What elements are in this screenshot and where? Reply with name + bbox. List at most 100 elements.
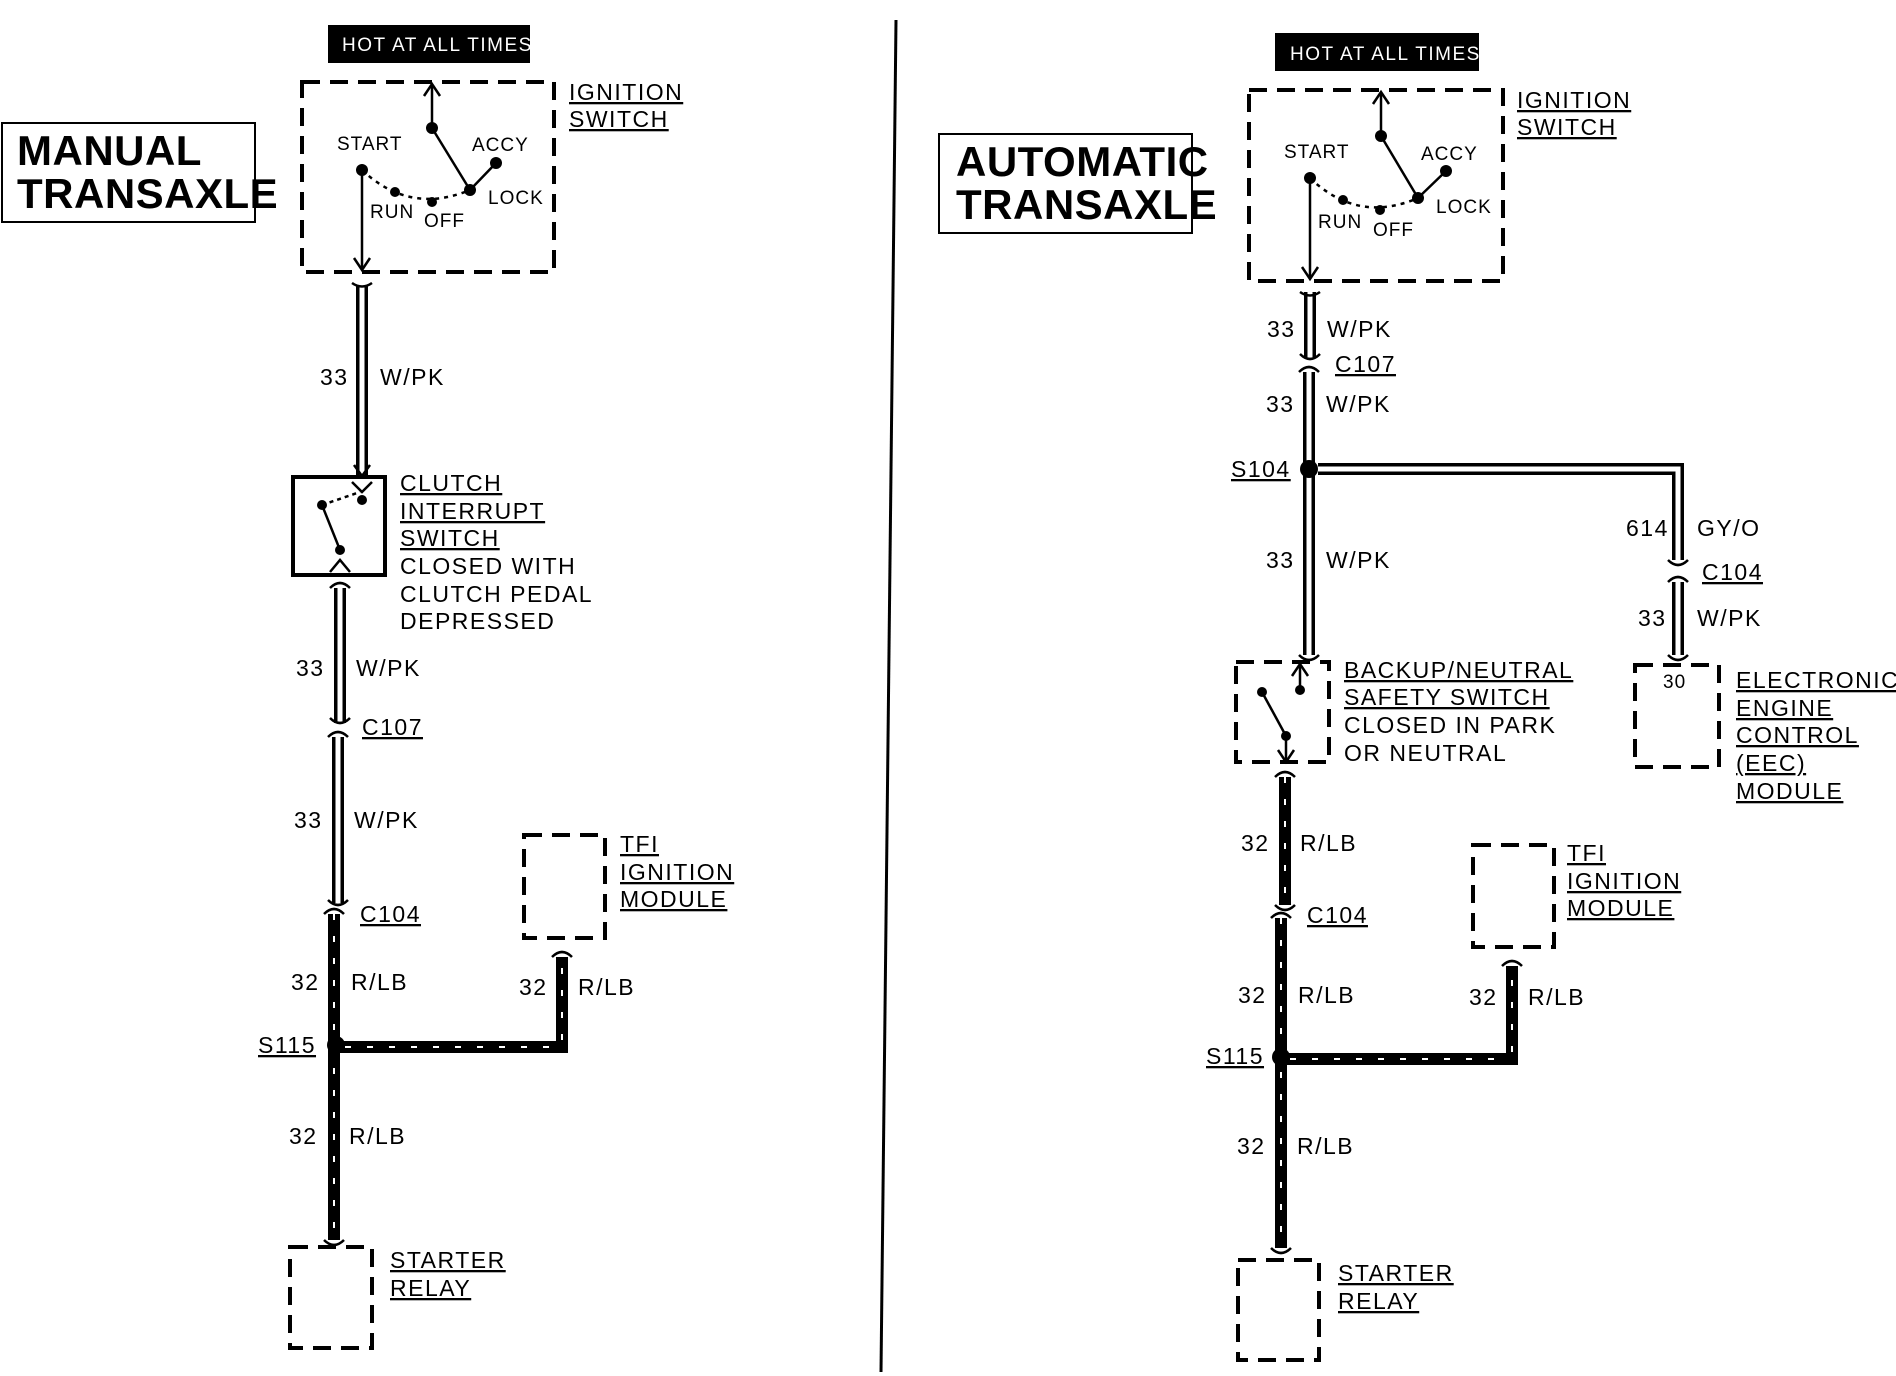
manual-section: MANUAL TRANSAXLE HOT AT ALL TIMES IGNITI… — [1, 25, 733, 1350]
manual-wiretfi-color: R/LB — [578, 974, 635, 1000]
auto-wire-4 — [1274, 770, 1296, 912]
auto-ignition-label-2: SWITCH — [1517, 114, 1617, 140]
manual-clutch-note-2: CLUTCH PEDAL — [400, 581, 593, 607]
manual-clutch-note-3: DEPRESSED — [400, 608, 555, 634]
auto-wire6-color: R/LB — [1297, 1133, 1354, 1159]
manual-connector-c104: C104 — [360, 901, 421, 927]
manual-tfi-label-3: MODULE — [620, 886, 727, 912]
auto-branch-connector: C104 — [1702, 559, 1763, 585]
auto-branch2-color: W/PK — [1697, 605, 1762, 631]
auto-wire-1 — [1299, 290, 1321, 361]
manual-title-line2: TRANSAXLE — [17, 170, 278, 217]
manual-clutch-label-2: INTERRUPT — [400, 498, 545, 524]
manual-wiretfi-circuit: 32 — [519, 974, 548, 1000]
auto-wire2-circuit: 33 — [1266, 391, 1295, 417]
manual-title-line1: MANUAL — [17, 127, 202, 174]
auto-safety-contacts — [1257, 661, 1310, 765]
manual-wire5-color: R/LB — [349, 1123, 406, 1149]
auto-safety-label-2: SAFETY SWITCH — [1344, 684, 1550, 710]
manual-ignition-switch — [300, 80, 556, 274]
auto-switch-contacts — [1300, 89, 1452, 282]
auto-wire4-circuit: 32 — [1241, 830, 1270, 856]
manual-starter-label-1: STARTER — [390, 1247, 506, 1273]
automatic-section: AUTOMATIC TRANSAXLE HOT AT ALL TIMES IGN… — [938, 33, 1896, 1362]
auto-tfi-module — [1471, 843, 1556, 949]
section-divider — [879, 19, 898, 1373]
manual-clutch-contacts — [317, 481, 373, 573]
auto-eec-label-1: ELECTRONIC — [1736, 667, 1896, 693]
auto-wire3-circuit: 33 — [1266, 547, 1295, 573]
manual-tfi-module — [522, 833, 607, 940]
auto-title-line2: TRANSAXLE — [956, 181, 1217, 228]
auto-eec-module — [1633, 663, 1721, 769]
manual-connector-c107: C107 — [362, 714, 423, 740]
auto-pos-run: RUN — [1318, 212, 1362, 233]
auto-eec-label-3: CONTROL — [1736, 722, 1859, 748]
auto-wiretfi-circuit: 32 — [1469, 984, 1498, 1010]
auto-wire2-color: W/PK — [1326, 391, 1391, 417]
auto-connector-c107: C107 — [1335, 351, 1396, 377]
manual-wire-1 — [351, 281, 373, 479]
auto-pos-start: START — [1284, 142, 1350, 163]
manual-splice-label: S115 — [258, 1032, 316, 1058]
manual-switch-contacts — [352, 81, 502, 273]
manual-pos-accy: ACCY — [472, 135, 529, 156]
auto-ignition-label-1: IGNITION — [1517, 87, 1631, 113]
manual-clutch-switch — [291, 475, 387, 577]
manual-wire3-circuit: 33 — [294, 807, 323, 833]
auto-starter-relay — [1236, 1258, 1321, 1362]
auto-safety-label-1: BACKUP/NEUTRAL — [1344, 657, 1573, 683]
auto-wire5-circuit: 32 — [1238, 982, 1267, 1008]
auto-wire3-color: W/PK — [1326, 547, 1391, 573]
manual-pos-lock: LOCK — [488, 188, 544, 209]
auto-hot-label: HOT AT ALL TIMES — [1290, 44, 1481, 65]
auto-splice-s104 — [1300, 460, 1318, 478]
manual-ignition-label-2: SWITCH — [569, 106, 669, 132]
auto-title-box — [938, 133, 1193, 234]
auto-wire1-circuit: 33 — [1267, 316, 1296, 342]
auto-connector-c104: C104 — [1307, 902, 1368, 928]
auto-branch-wire — [1318, 463, 1689, 567]
auto-tfi-label-1: TFI — [1567, 840, 1606, 866]
auto-pos-off: OFF — [1373, 220, 1414, 241]
manual-wire-4 — [323, 907, 345, 1247]
manual-wire1-circuit: 33 — [320, 364, 349, 390]
auto-branch2-circuit: 33 — [1638, 605, 1667, 631]
auto-starter-label-2: RELAY — [1338, 1288, 1419, 1314]
manual-wire2-color: W/PK — [356, 655, 421, 681]
manual-wire3-color: W/PK — [354, 807, 419, 833]
manual-title-box — [1, 122, 256, 223]
manual-ignition-label-1: IGNITION — [569, 79, 683, 105]
auto-title-line1: AUTOMATIC — [956, 138, 1209, 185]
auto-branch1-color: GY/O — [1697, 515, 1761, 541]
manual-wire-2 — [329, 581, 351, 725]
auto-wire1-color: W/PK — [1327, 316, 1392, 342]
auto-wire6-circuit: 32 — [1237, 1133, 1266, 1159]
manual-wire4-circuit: 32 — [291, 969, 320, 995]
manual-wire5-circuit: 32 — [289, 1123, 318, 1149]
auto-safety-note-1: CLOSED IN PARK — [1344, 712, 1556, 738]
manual-wire2-circuit: 33 — [296, 655, 325, 681]
auto-wire-5 — [1270, 911, 1292, 1255]
auto-branch-wire-2 — [1667, 575, 1689, 662]
manual-starter-label-2: RELAY — [390, 1275, 471, 1301]
auto-eec-label-5: MODULE — [1736, 778, 1843, 804]
auto-wire-tfi — [1281, 959, 1523, 1065]
auto-wire5-color: R/LB — [1298, 982, 1355, 1008]
auto-tfi-label-3: MODULE — [1567, 895, 1674, 921]
auto-safety-switch — [1234, 660, 1331, 764]
manual-pos-run: RUN — [370, 202, 414, 223]
auto-wire4-color: R/LB — [1300, 830, 1357, 856]
auto-starter-label-1: STARTER — [1338, 1260, 1454, 1286]
manual-hot-badge — [328, 25, 530, 63]
auto-eec-label-2: ENGINE — [1736, 695, 1833, 721]
auto-wiretfi-color: R/LB — [1528, 984, 1585, 1010]
auto-pos-accy: ACCY — [1421, 144, 1478, 165]
manual-clutch-note-1: CLOSED WITH — [400, 553, 576, 579]
auto-pos-lock: LOCK — [1436, 197, 1492, 218]
manual-starter-relay — [288, 1245, 374, 1350]
manual-wire-tfi — [336, 950, 573, 1053]
manual-clutch-label-3: SWITCH — [400, 525, 500, 551]
auto-eec-label-4: (EEC) — [1736, 750, 1806, 776]
auto-branch1-circuit: 614 — [1626, 515, 1669, 541]
